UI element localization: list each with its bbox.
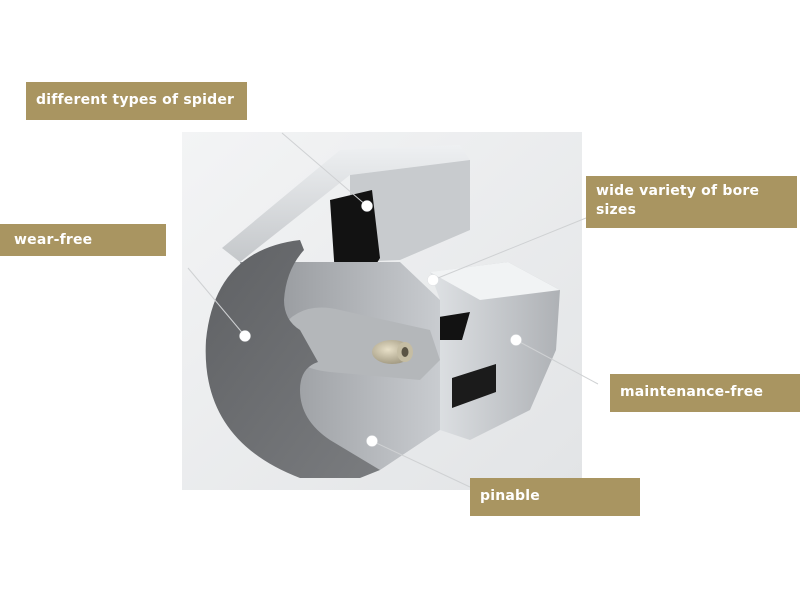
right-hub-top <box>430 262 560 300</box>
label-bore-sizes: wide variety of bore sizes <box>586 176 797 228</box>
label-wear-free: wear-free <box>0 224 166 256</box>
dot-maintenance <box>510 334 522 346</box>
upper-block-side <box>350 160 470 262</box>
front-face <box>205 240 380 478</box>
dot-bore <box>427 274 439 286</box>
dot-wear <box>239 330 251 342</box>
label-spider-types: different types of spider <box>26 82 247 120</box>
dot-pinable <box>366 435 378 447</box>
upper-block-top <box>222 145 470 262</box>
callout-dots <box>239 200 522 447</box>
label-pinable: pinable <box>470 478 640 516</box>
callout-lines <box>187 132 599 488</box>
right-hub-slot <box>452 364 496 408</box>
pin-hole <box>401 347 409 357</box>
label-maintenance-free: maintenance-free <box>610 374 800 412</box>
dot-spider <box>361 200 373 212</box>
